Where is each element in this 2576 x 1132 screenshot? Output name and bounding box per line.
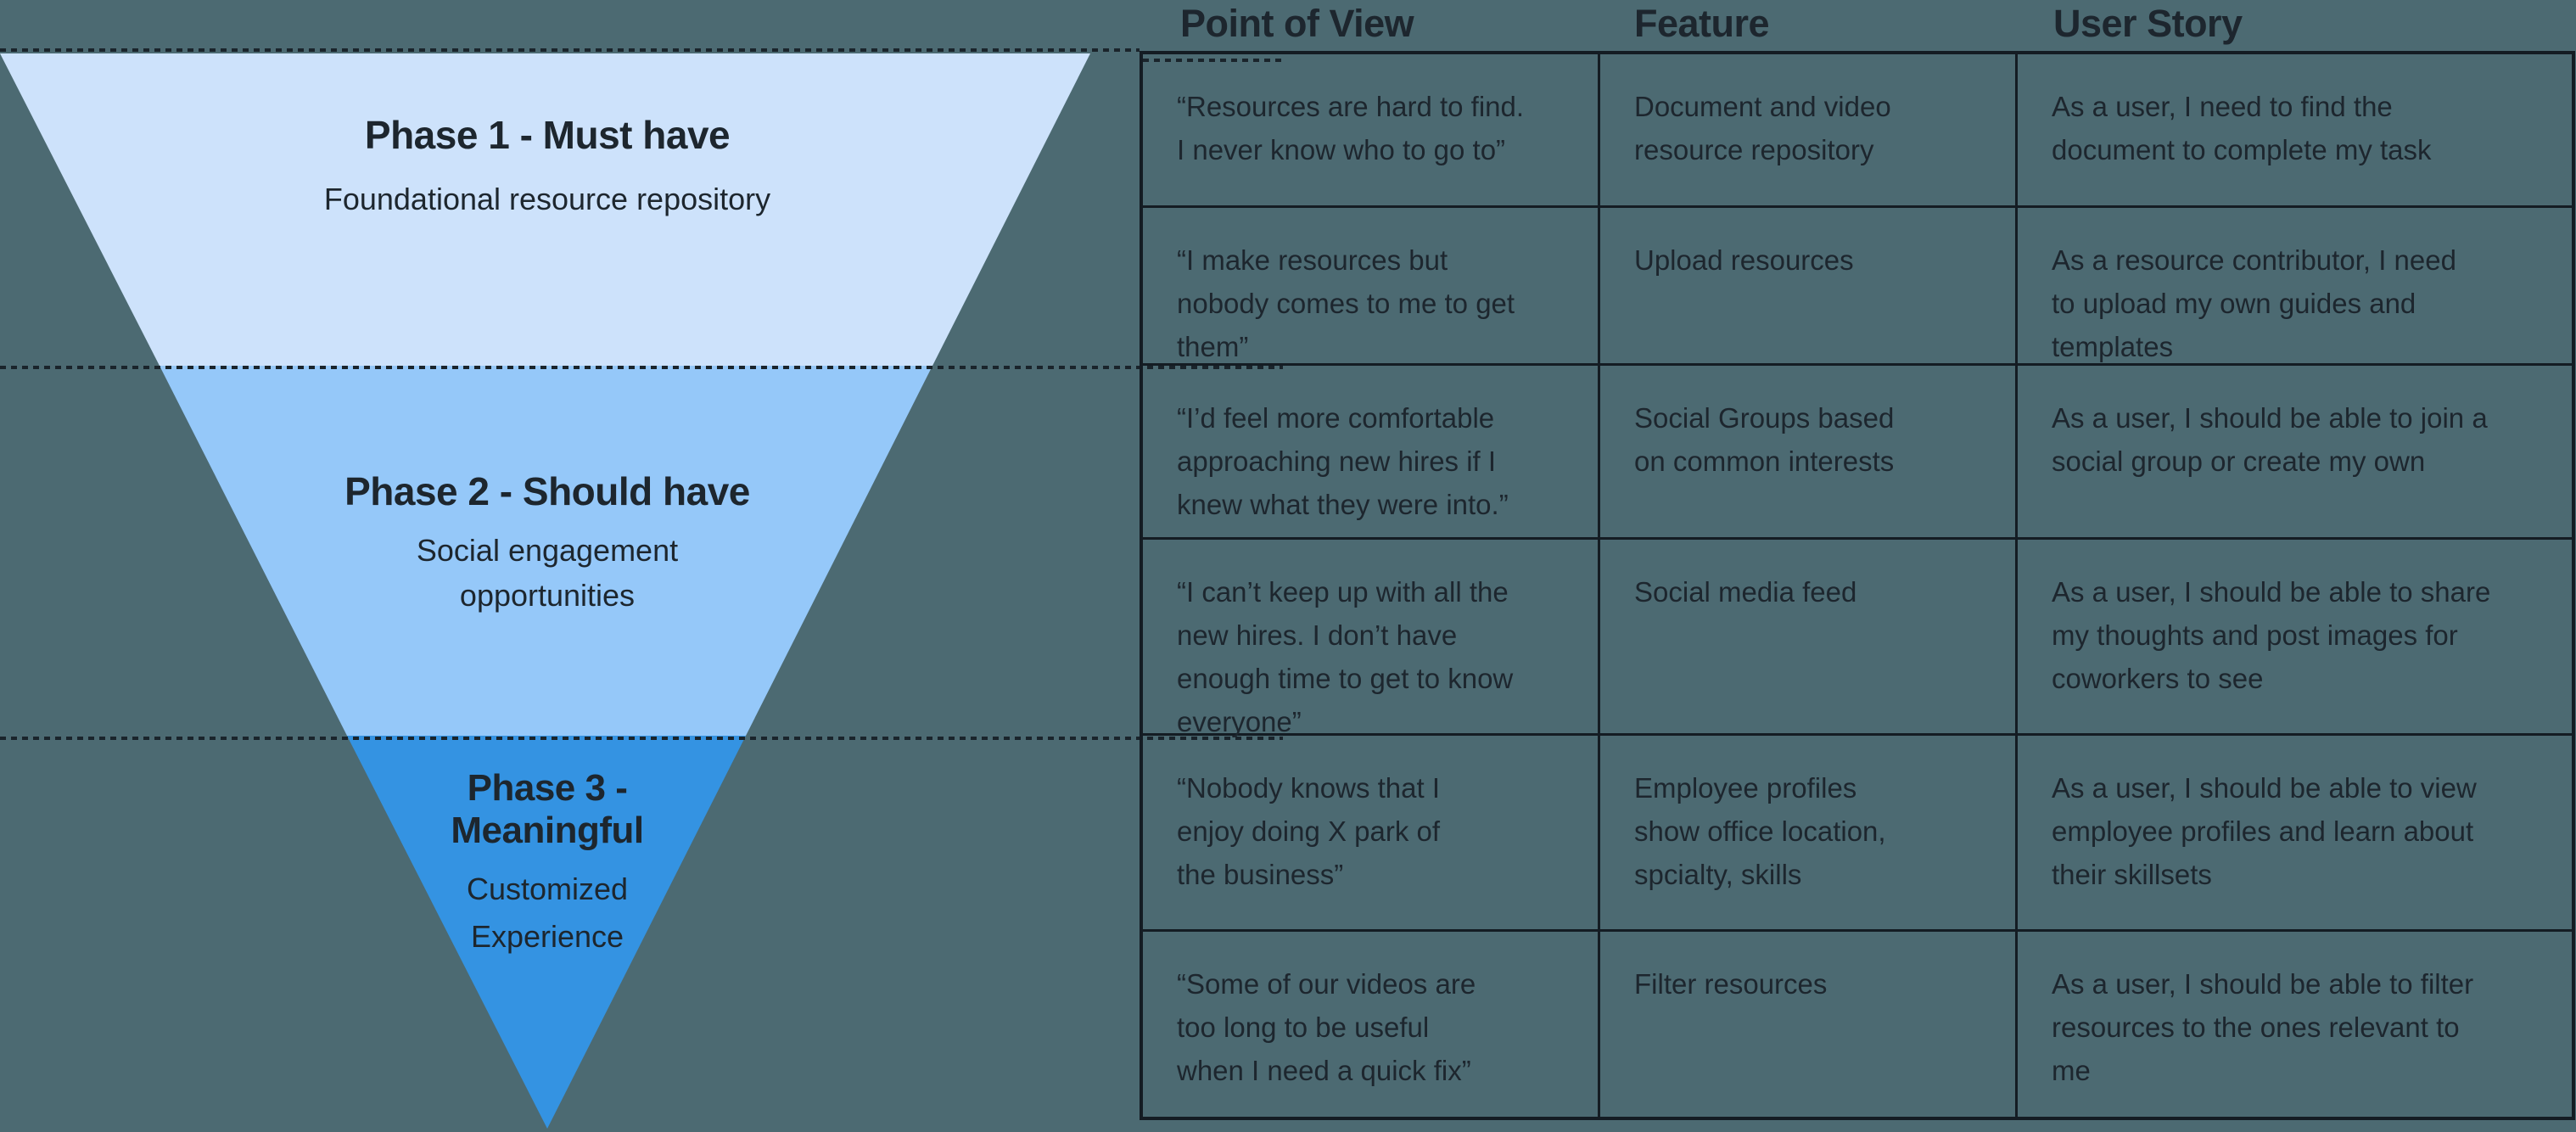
dotted-divider-top-fragment: [1143, 59, 1285, 62]
phase3-title: Phase 3 - Meaningful: [451, 767, 644, 851]
phase1-title: Phase 1 - Must have: [364, 113, 731, 157]
table-cell-story-row5: As a user, I should be able to view empl…: [2018, 736, 2572, 932]
table-cell-pov-row4: “I can’t keep up with all the new hires.…: [1143, 540, 1600, 737]
table-cell-story-row3: As a user, I should be able to join a so…: [2018, 366, 2572, 540]
table-cell-feature-row6: Filter resources: [1600, 932, 2018, 1117]
table-cell-pov-row1: “Resources are hard to find. I never kno…: [1143, 54, 1600, 208]
funnel-slice-phase2: [160, 366, 932, 736]
funnel-slice-phase3: [347, 736, 746, 1129]
table-cell-feature-row5: Employee profiles show office location, …: [1600, 736, 2018, 932]
dotted-divider-phase2-3: [0, 737, 1283, 740]
column-header-point-of-view: Point of View: [1180, 2, 1414, 45]
table-cell-story-row6: As a user, I should be able to filter re…: [2052, 968, 2474, 1086]
requirements-table: “Resources are hard to find. I never kno…: [1140, 51, 2575, 1120]
phase2-title: Phase 2 - Should have: [344, 469, 750, 513]
table-cell-pov-row2: “I make resources but nobody comes to me…: [1143, 208, 1600, 366]
column-header-user-story: User Story: [2053, 2, 2243, 45]
table-cell-story-row2: As a resource contributor, I need to upl…: [2018, 208, 2572, 366]
column-header-feature: Feature: [1634, 2, 1770, 45]
dotted-divider-top: [0, 48, 1140, 52]
priority-funnel-graphic: [0, 53, 1090, 1129]
table-cell-feature-row3: Social Groups based on common interests: [1600, 366, 2018, 540]
table-cell-pov-row5: “Nobody knows that I enjoy doing X park …: [1143, 736, 1600, 932]
table-cell-pov-row6: “Some of our videos are too long to be u…: [1143, 932, 1600, 1117]
table-cell-feature-row1: Document and video resource repository: [1600, 54, 2018, 208]
dotted-divider-phase1-2: [0, 366, 1283, 369]
funnel-slice-phase1: [0, 53, 1090, 366]
table-cell-feature-row2: Upload resources: [1600, 208, 2018, 366]
table-cell-pov-row3: “I’d feel more comfortable approaching n…: [1143, 366, 1600, 540]
phase1-subtitle: Foundational resource repository: [323, 182, 771, 216]
phase2-subtitle: Social engagement opportunities: [416, 533, 679, 613]
table-cell-story-row1: As a user, I need to find the document t…: [2018, 54, 2572, 208]
table-cell-story-row4: As a user, I should be able to share my …: [2018, 540, 2572, 736]
table-cell-feature-row4: Social media feed: [1600, 540, 2018, 736]
phase3-subtitle: Customized Experience: [466, 871, 629, 954]
